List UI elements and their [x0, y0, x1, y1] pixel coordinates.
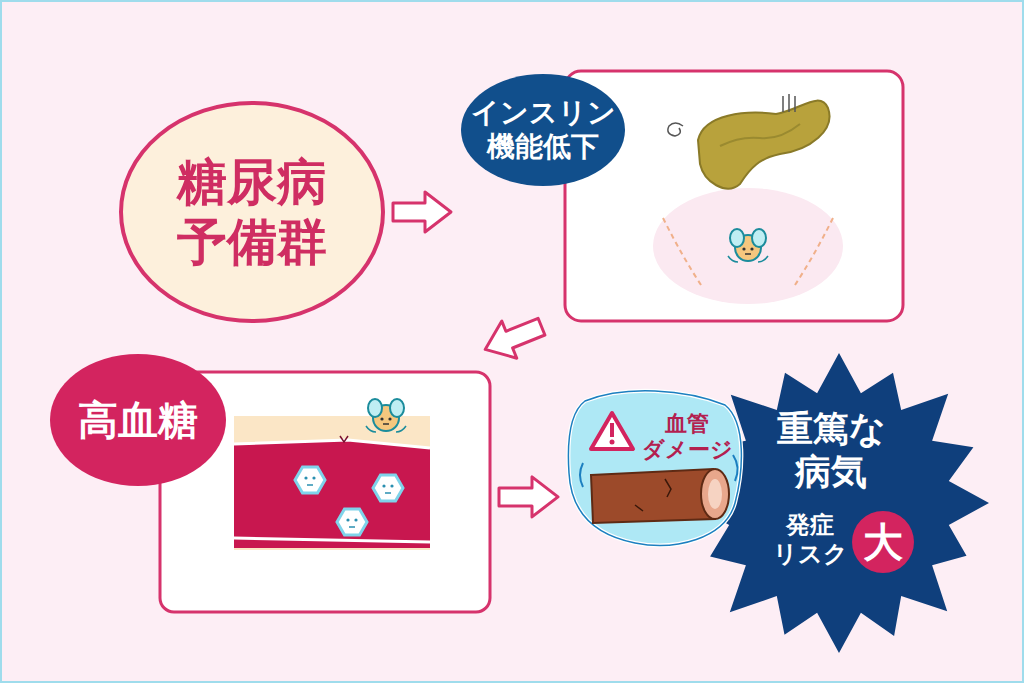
insulin-panel: インスリン 機能低下 — [458, 68, 908, 324]
risk-circle: 糖尿病 予備群 — [118, 100, 386, 324]
flow-arrow — [485, 318, 545, 358]
node-label: 発症 リスク — [764, 508, 856, 572]
node-illustration — [565, 383, 747, 553]
node-label: 血管 ダメージ — [635, 407, 739, 467]
node-label: インスリン 機能低下 — [466, 86, 620, 174]
flow-arrow — [393, 192, 451, 232]
node-illustration — [118, 100, 386, 324]
node-label: 大 — [853, 512, 913, 572]
node-illustration — [48, 352, 492, 614]
node-label: 糖尿病 予備群 — [162, 142, 342, 282]
node-label: 重篤な 病気 — [766, 402, 896, 498]
vessel-damage-blob: 血管 ダメージ — [565, 383, 747, 553]
node-label: 高血糖 — [58, 386, 218, 454]
flow-arrow — [499, 477, 558, 517]
hyperglycemia-panel: 高血糖 — [48, 352, 492, 614]
